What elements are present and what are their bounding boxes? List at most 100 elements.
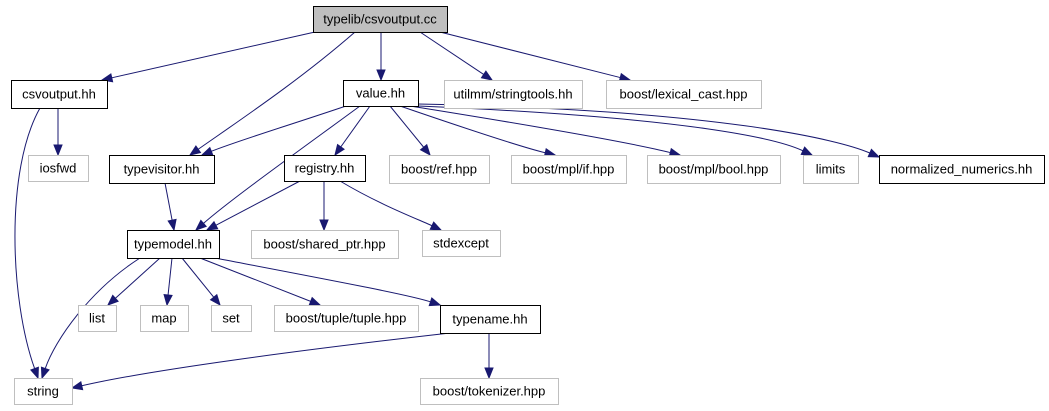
node-box [420,378,559,405]
arrowhead-icon [428,297,442,307]
node-list[interactable]: list [78,305,117,332]
node-label: boost/tokenizer.hpp [433,384,546,399]
arrowhead-icon [70,381,84,391]
arrowhead-icon [419,143,431,157]
node-box [28,155,89,182]
node-label: boost/mpl/if.hpp [523,162,615,177]
node-box [389,155,490,184]
edge-value_hh-to-registry_hh [334,105,371,157]
edge-value_hh-to-limits [417,105,814,156]
edge-line [14,107,41,369]
edge-line [81,332,451,387]
node-label: iosfwd [40,161,77,176]
edge-registry_hh-to-shared_ptr [319,181,329,232]
arrowhead-icon [429,221,443,231]
node-box [140,305,189,332]
node-typemodel-hh[interactable]: typemodel.hh [127,230,220,259]
node-limits[interactable]: limits [803,155,859,184]
edge-typemodel_hh-to-set [181,257,221,307]
edge-csvoutput_hh-to-string [14,107,41,380]
arrowhead-icon [205,220,219,231]
arrowhead-icon [376,69,386,82]
node-box [109,155,215,184]
node-shared-ptr[interactable]: boost/shared_ptr.hpp [251,230,399,259]
edge-line [111,31,316,79]
arrowhead-icon [40,366,50,380]
node-box [444,80,583,109]
node-box [647,155,781,184]
node-tuple[interactable]: boost/tuple/tuple.hpp [274,305,419,332]
edge-value_hh-to-normalized_numerics [417,103,881,158]
edge-line [215,180,301,226]
node-tokenizer[interactable]: boost/tokenizer.hpp [420,378,559,405]
edge-line [181,257,215,298]
edge-line [409,105,671,154]
edge-line [115,257,161,299]
node-typename-hh[interactable]: typename.hh [440,305,541,334]
node-box [127,230,220,259]
arrowhead-icon [188,145,202,156]
node-boost-ref[interactable]: boost/ref.hpp [389,155,490,184]
node-label: registry.hh [295,161,355,176]
arrowhead-icon [209,293,221,307]
node-csvoutput-cc[interactable]: typelib/csvoutput.cc [313,6,448,33]
node-box [78,305,117,332]
node-box [606,80,762,109]
node-stdexcept[interactable]: stdexcept [422,230,501,257]
edge-typemodel_hh-to-tuple [199,257,322,306]
node-box [211,305,252,332]
edge-csvoutput_cc-to-csvoutput_hh [100,31,316,83]
node-label: limits [816,162,846,177]
node-label: typename.hh [452,312,527,327]
edge-line [164,182,173,221]
arrowhead-icon [107,294,119,306]
arrowhead-icon [194,219,208,231]
node-registry-hh[interactable]: registry.hh [284,155,366,182]
node-stringtools[interactable]: utilmm/stringtools.hh [444,80,583,109]
edge-line [203,105,361,224]
node-label: typelib/csvoutput.cc [323,12,437,27]
edge-line [197,31,356,150]
edge-typemodel_hh-to-typename_hh [214,257,442,307]
arrowhead-icon [319,219,329,232]
edge-line [389,105,425,148]
node-box [879,155,1045,184]
node-label: map [151,311,176,326]
edge-value_hh-to-boost_ref [389,105,431,157]
node-map[interactable]: map [140,305,189,332]
node-string[interactable]: string [14,378,73,405]
node-box [284,155,366,182]
node-box [440,305,541,334]
edge-csvoutput_cc-to-lexical_cast [439,31,632,83]
edge-typemodel_hh-to-string [40,257,141,380]
arrowhead-icon [867,148,881,158]
node-box [313,6,448,33]
node-boost-mpl-if[interactable]: boost/mpl/if.hpp [511,155,627,184]
node-typevisitor-hh[interactable]: typevisitor.hh [109,155,215,184]
edge-line [167,257,173,296]
edge-typevisitor_hh-to-typemodel_hh [164,182,177,232]
node-box [511,155,627,184]
node-iosfwd[interactable]: iosfwd [28,155,89,182]
edges-layer [14,31,881,391]
node-label: set [222,311,240,326]
node-set[interactable]: set [211,305,252,332]
node-label: string [27,384,59,399]
node-label: typevisitor.hh [124,162,200,177]
node-label: boost/tuple/tuple.hpp [286,311,407,326]
node-lexical-cast[interactable]: boost/lexical_cast.hpp [606,80,762,109]
node-boost-mpl-bool[interactable]: boost/mpl/bool.hpp [647,155,781,184]
edge-typename_hh-to-string [70,332,451,391]
arrowhead-icon [334,143,345,157]
edge-csvoutput_cc-to-stringtools [419,31,494,81]
edge-value_hh-to-typevisitor_hh [200,105,347,156]
node-label: utilmm/stringtools.hh [453,87,572,102]
node-normalized-numerics[interactable]: normalized_numerics.hh [879,155,1045,184]
node-value-hh[interactable]: value.hh [343,80,419,107]
node-csvoutput-hh[interactable]: csvoutput.hh [11,80,108,109]
arrowhead-icon [163,294,173,307]
edge-line [439,31,621,79]
node-box [14,378,73,405]
arrowhead-icon [484,367,494,380]
node-box [251,230,399,259]
